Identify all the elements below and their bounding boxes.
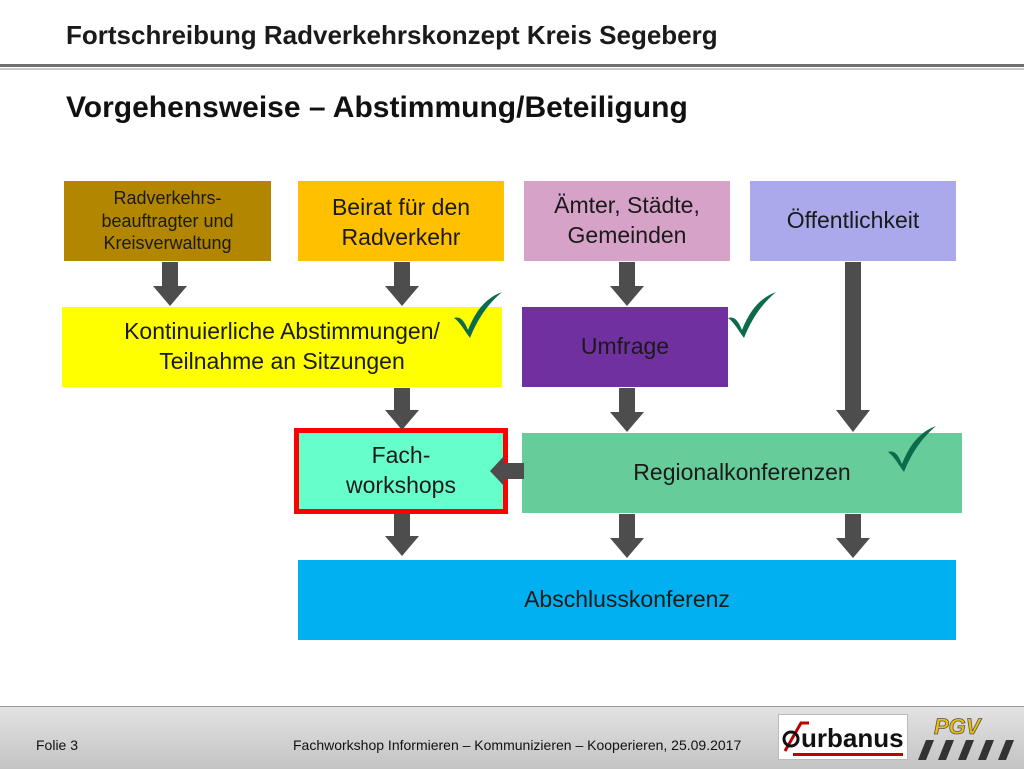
- box-umfrage-label: Umfrage: [580, 333, 670, 360]
- box-beirat: Beirat für den Radverkehr: [298, 181, 504, 261]
- slide-number: Folie 3: [36, 737, 79, 753]
- pgv-logo-graphic: PGV: [918, 714, 1014, 760]
- checkmark-icon: [454, 292, 502, 338]
- arrow-left-icon: [490, 456, 524, 486]
- box-aemter-label: Ämter, Städte, Gemeinden: [554, 192, 700, 248]
- checkmark-icon: [888, 426, 936, 472]
- header-divider-light: [0, 68, 1024, 70]
- urbanus-logo-graphic: urbanus: [782, 721, 904, 756]
- box-umfrage: Umfrage: [522, 307, 728, 387]
- box-fachworkshops: Fach- workshops: [294, 428, 508, 514]
- arrow-down-icon: [610, 388, 644, 432]
- box-radverkehrsbeauftragter: Radverkehrs- beauftragter und Kreisverwa…: [64, 181, 271, 261]
- box-aemter: Ämter, Städte, Gemeinden: [524, 181, 730, 261]
- box-abstimmungen-label: Kontinuierliche Abstimmungen/ Teilnahme …: [124, 318, 440, 374]
- box-regionalkonferenzen: Regionalkonferenzen: [522, 433, 962, 513]
- box-abschlusskonferenz-label: Abschlusskonferenz: [524, 586, 730, 613]
- box-oeffentlichkeit-label: Öffentlichkeit: [786, 207, 920, 234]
- box-regionalkonferenzen-label: Regionalkonferenzen: [633, 459, 851, 486]
- arrow-down-icon: [385, 388, 419, 430]
- box-radverkehrsbeauftragter-label: Radverkehrs- beauftragter und Kreisverwa…: [101, 188, 234, 254]
- presentation-header-title: Fortschreibung Radverkehrskonzept Kreis …: [66, 20, 718, 50]
- urbanus-logo: urbanus: [778, 714, 908, 760]
- pgv-logo: PGV: [912, 712, 1022, 764]
- pgv-logo-text: PGV: [934, 714, 983, 739]
- box-beirat-label: Beirat für den Radverkehr: [331, 194, 471, 250]
- box-abschlusskonferenz: Abschlusskonferenz: [298, 560, 956, 640]
- header-divider: [0, 64, 1024, 67]
- arrow-down-long-icon: [836, 262, 870, 432]
- arrow-down-icon: [385, 262, 419, 306]
- arrow-down-icon: [610, 262, 644, 306]
- urbanus-logo-text: urbanus: [801, 723, 904, 753]
- arrow-down-icon: [153, 262, 187, 306]
- arrow-down-icon: [610, 514, 644, 558]
- footer-event-text: Fachworkshop Informieren – Kommunizieren…: [293, 737, 742, 753]
- arrow-down-icon: [836, 514, 870, 558]
- box-abstimmungen: Kontinuierliche Abstimmungen/ Teilnahme …: [62, 307, 502, 387]
- checkmark-icon: [728, 292, 776, 338]
- box-oeffentlichkeit: Öffentlichkeit: [750, 181, 956, 261]
- box-fachworkshops-label: Fach- workshops: [346, 442, 456, 498]
- arrow-down-icon: [385, 514, 419, 556]
- slide-title: Vorgehensweise – Abstimmung/Beteiligung: [66, 91, 688, 124]
